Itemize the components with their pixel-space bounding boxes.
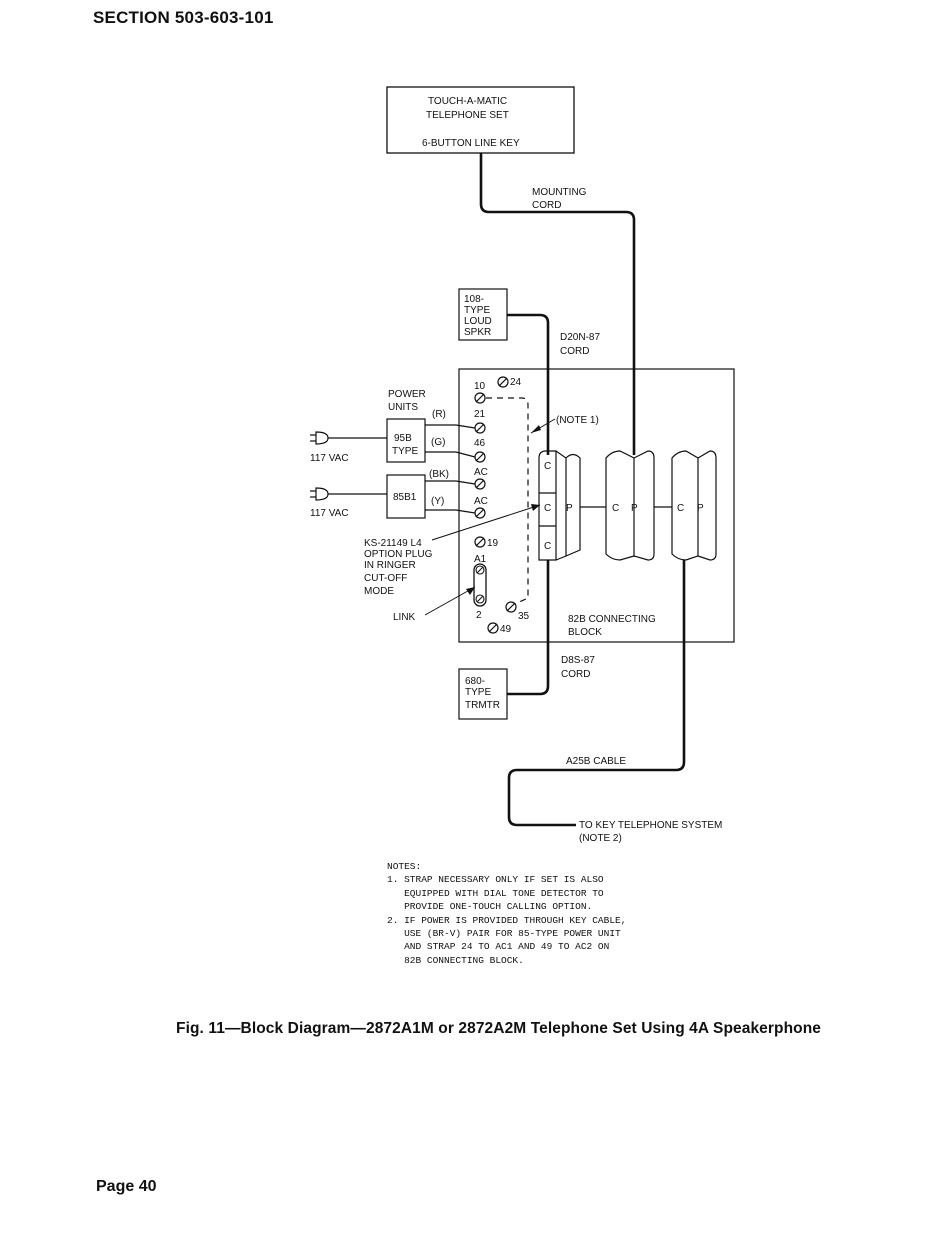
loud-speaker-label-1: 108- (464, 294, 484, 305)
page-number: Page 40 (96, 1178, 157, 1195)
option-plug-label-3: IN RINGER (364, 560, 416, 571)
connector-1-c-mid: C (544, 503, 551, 514)
telephone-set-line-2: TELEPHONE SET (426, 110, 509, 121)
connecting-block-outline (458, 368, 735, 643)
connector-2-p: P (631, 503, 638, 514)
ac-plug-icon (310, 431, 329, 445)
option-plug-label-1: KS-21149 L4 (364, 538, 422, 549)
option-plug-label-5: MODE (364, 586, 394, 597)
d8s-cord-label-1: D8S-87 (561, 655, 595, 666)
power-unit-85b1-label: 85B1 (393, 492, 417, 503)
option-plug-label-2: OPTION PLUG (364, 549, 433, 560)
wire-bk-label: (BK) (429, 469, 449, 480)
link-strap (473, 563, 487, 607)
note-2-line-4: 82B CONNECTING BLOCK. (387, 954, 524, 966)
note-1-line-1: 1. STRAP NECESSARY ONLY IF SET IS ALSO (387, 874, 604, 886)
figure-caption: Fig. 11—Block Diagram—2872A1M or 2872A2M… (176, 1020, 822, 1037)
notes-block: NOTES: 1. STRAP NECESSARY ONLY IF SET IS… (387, 860, 626, 967)
wire-r (425, 424, 476, 429)
connector-1-p: P (566, 503, 573, 514)
telephone-set-line-3: 6-BUTTON LINE KEY (422, 138, 520, 149)
terminal-2-label: 2 (476, 610, 482, 621)
terminal-ac2-label: AC (474, 496, 488, 507)
note-2-line-1: 2. IF POWER IS PROVIDED THROUGH KEY CABL… (387, 914, 627, 926)
link-leader (424, 586, 476, 616)
terminal-a1-label: A1 (474, 554, 487, 565)
mounting-cord-line (479, 153, 636, 455)
vac-label-2: 117 VAC (310, 508, 349, 519)
d8s-cord-line (507, 560, 550, 696)
terminal-35 (505, 601, 517, 613)
terminal-21-label: 21 (474, 409, 486, 420)
a25b-cable-line (507, 560, 686, 827)
connector-c2: C P (605, 450, 655, 561)
terminal-24-label: 24 (510, 377, 522, 388)
d20n-cord-line (507, 313, 550, 455)
to-key-system-label-2: (NOTE 2) (579, 833, 622, 844)
mounting-cord-label-1: MOUNTING (532, 187, 587, 198)
wire-bk (425, 480, 476, 485)
ac-plug-icon (310, 487, 329, 501)
to-key-system-label-1: TO KEY TELEPHONE SYSTEM (579, 820, 722, 831)
d20n-cord-label-1: D20N-87 (560, 332, 600, 343)
power-units-label-1: POWER (388, 389, 426, 400)
d20n-cord-label-2: CORD (560, 346, 589, 357)
option-plug-label-4: CUT-OFF (364, 573, 407, 584)
link-label: LINK (393, 612, 416, 623)
transmitter-box (458, 668, 508, 720)
connector-c1: C C C P (538, 450, 581, 561)
connector-2-c: C (612, 503, 619, 514)
telephone-set-line-1: TOUCH-A-MATIC (428, 96, 507, 107)
connecting-block-label-1: 82B CONNECTING (568, 614, 656, 625)
loud-speaker-label-3: LOUD (464, 316, 492, 327)
loud-speaker-label-2: TYPE (464, 305, 490, 316)
terminal-46-label: 46 (474, 438, 486, 449)
transmitter-label-2: TYPE (465, 687, 491, 698)
loud-speaker-label-4: SPKR (464, 327, 491, 338)
notes-title: NOTES: (387, 861, 422, 872)
note-2-line-3: AND STRAP 24 TO AC1 AND 49 TO AC2 ON (387, 941, 610, 953)
connecting-block-label-2: BLOCK (568, 627, 602, 638)
terminal-19-label: 19 (487, 538, 499, 549)
section-header: SECTION 503-603-101 (93, 8, 274, 27)
optional-strap-dashed (486, 397, 529, 605)
power-unit-95b-label-2: TYPE (392, 446, 418, 457)
wire-g (425, 451, 476, 458)
connector-1-c-bot: C (544, 541, 551, 552)
connector-1-c-top: C (544, 461, 551, 472)
connector-3-p: P (697, 503, 704, 514)
note-1-label: (NOTE 1) (556, 415, 599, 426)
connector-3-c: C (677, 503, 684, 514)
wire-y (425, 509, 476, 514)
terminal-24 (497, 376, 509, 388)
wire-y-label: (Y) (431, 496, 444, 507)
note-1-line-2: EQUIPPED WITH DIAL TONE DETECTOR TO (387, 887, 604, 899)
power-unit-95b-label-1: 95B (394, 433, 412, 444)
terminal-49 (487, 622, 499, 634)
terminal-49-label: 49 (500, 624, 512, 635)
terminal-10 (474, 392, 486, 404)
a25b-cable-label: A25B CABLE (566, 756, 626, 767)
mounting-cord-label-2: CORD (532, 200, 561, 211)
note-1-line-3: PROVIDE ONE-TOUCH CALLING OPTION. (387, 901, 593, 913)
transmitter-label-3: TRMTR (465, 700, 500, 711)
connector-c3: C P (671, 450, 717, 561)
terminal-35-label: 35 (518, 611, 530, 622)
d8s-cord-label-2: CORD (561, 669, 590, 680)
wire-g-label: (G) (431, 437, 445, 448)
power-unit-85b1-box (386, 474, 426, 519)
vac-label-1: 117 VAC (310, 453, 349, 464)
terminal-19 (474, 536, 486, 548)
terminal-10-label: 10 (474, 381, 486, 392)
terminal-ac1-label: AC (474, 467, 488, 478)
wire-r-label: (R) (432, 409, 446, 420)
transmitter-label-1: 680- (465, 676, 485, 687)
power-units-label-2: UNITS (388, 402, 418, 413)
power-unit-95b-box (386, 418, 426, 463)
option-plug-leader (431, 504, 541, 541)
note-2-line-2: USE (BR-V) PAIR FOR 85-TYPE POWER UNIT (387, 928, 621, 940)
